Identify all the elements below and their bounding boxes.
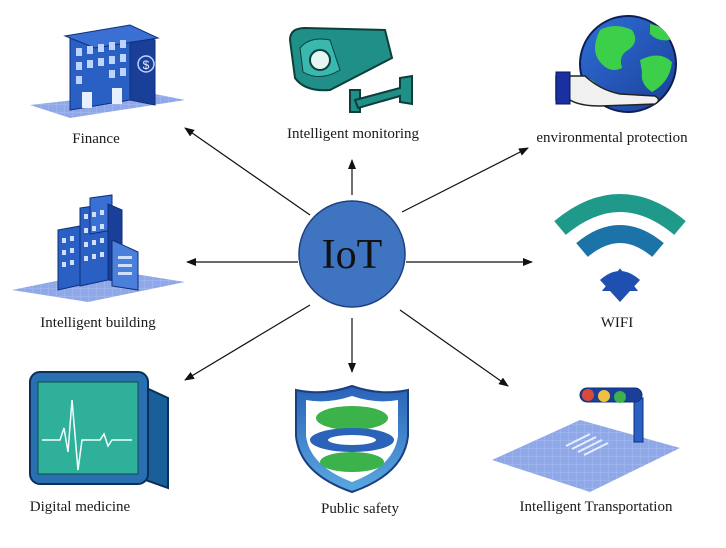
bank-building-icon: $: [30, 24, 185, 118]
node-label-medicine: Digital medicine: [29, 499, 131, 515]
heart-monitor-icon: [29, 371, 169, 490]
svg-text:$: $: [143, 58, 150, 72]
node-label-finance: Finance: [72, 131, 120, 147]
node-label-safety: Public safety: [321, 501, 399, 517]
node-label-wifi: WIFI: [600, 315, 634, 331]
arrow-to-medicine: [184, 304, 311, 381]
connector-arrows: [184, 127, 533, 387]
arrow-to-transport: [399, 309, 509, 387]
node-label-monitoring: Intelligent monitoring: [286, 126, 420, 142]
globe-in-hand-icon: [555, 15, 677, 113]
iot-hub-label: IoT: [322, 232, 383, 278]
arrow-to-environment: [401, 147, 529, 213]
arrow-to-finance: [184, 127, 311, 216]
security-camera-icon: [288, 26, 413, 113]
node-label-environment: environmental protection: [536, 130, 688, 146]
node-label-building: Intelligent building: [40, 315, 156, 331]
traffic-light-icon: [492, 387, 680, 492]
node-label-transport: Intelligent Transportation: [519, 499, 673, 515]
city-buildings-icon: [12, 194, 185, 302]
iot-hub: IoT: [298, 200, 406, 308]
wifi-icon: [554, 194, 686, 302]
shield-icon: [295, 384, 409, 494]
